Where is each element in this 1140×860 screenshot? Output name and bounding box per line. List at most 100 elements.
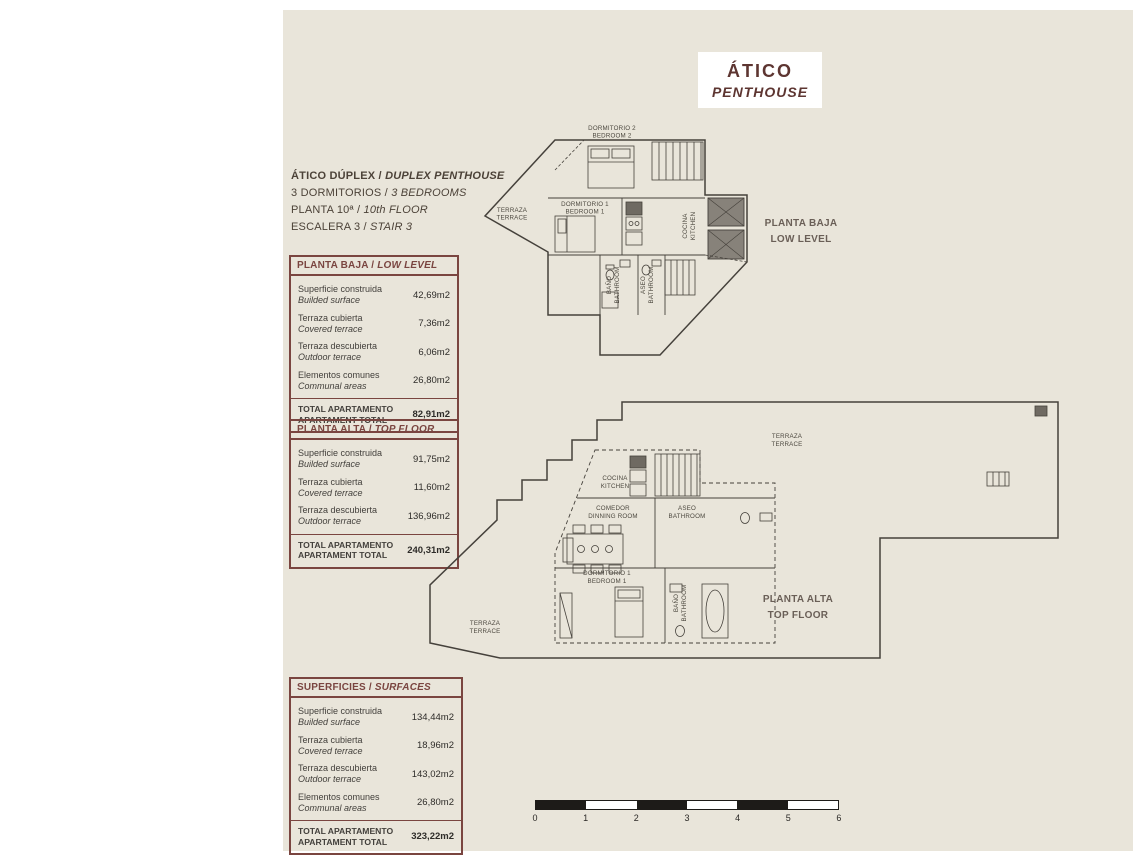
table-row: Terraza cubierta Covered terrace 18,96m2 <box>291 732 461 761</box>
scale-bar <box>535 800 839 810</box>
table-body: Superficie construida Builded surface 13… <box>289 698 463 856</box>
total-label-en: APARTAMENT TOTAL <box>298 550 388 561</box>
table-header-en: SURFACES <box>374 682 431 693</box>
table-planta-alta-header: PLANTA ALTA / TOP FLOOR <box>289 419 459 440</box>
table-total-row: TOTAL APARTAMENTO APARTAMENT TOTAL 240,3… <box>291 533 457 564</box>
room-label-bedroom2-es: DORMITORIO 2 <box>588 125 636 132</box>
total-label-en: APARTAMENT TOTAL <box>298 836 388 847</box>
row-label-en: Communal areas <box>298 802 367 813</box>
kitchen-appliances-icon <box>625 201 643 246</box>
plan-top-room-labels: TERRAZA TERRACE COCINA KITCHEN COMEDOR D… <box>470 433 803 635</box>
scale-segment <box>536 801 587 809</box>
row-label-es: Terraza cubierta <box>298 312 363 323</box>
bathtub-icon <box>669 583 729 639</box>
row-label-es: Superficie construida <box>298 284 383 294</box>
plan-low-room-labels: DORMITORIO 2 BEDROOM 2 DORMITORIO 1 BEDR… <box>497 125 697 303</box>
row-label-es: Terraza cubierta <box>298 734 363 745</box>
page-title: ÁTICO <box>727 60 793 81</box>
table-superficies: SUPERFICIES / SURFACES Superficie constr… <box>289 677 463 856</box>
row-label-en: Builded surface <box>298 459 361 470</box>
scale-tick: 5 <box>785 813 791 823</box>
table-row: Terraza cubierta Covered terrace 7,36m2 <box>291 310 457 339</box>
row-value: 6,06m2 <box>418 346 450 358</box>
row-value: 143,02m2 <box>411 768 454 780</box>
row-labels: Superficie construida Builded surface <box>298 284 382 307</box>
table-row: Superficie construida Builded surface 13… <box>291 703 461 732</box>
row-label-en: Covered terrace <box>298 323 363 334</box>
table-row: Terraza cubierta Covered terrace 11,60m2 <box>291 474 457 503</box>
elevator-icon <box>707 197 745 260</box>
row-label-es: Terraza cubierta <box>298 476 363 487</box>
table-header-es: PLANTA BAJA / <box>297 260 375 271</box>
table-header-es: SUPERFICIES / <box>297 682 372 693</box>
table-row: Elementos comunes Communal areas 26,80m2 <box>291 367 457 396</box>
plan-low-name: PLANTA BAJA LOW LEVEL <box>758 216 844 247</box>
terrace-features-icon <box>986 405 1048 487</box>
bathroom-fixtures-icon <box>601 259 662 309</box>
table-header-en: LOW LEVEL <box>377 260 438 271</box>
row-labels: Terraza cubierta Covered terrace <box>298 735 363 758</box>
row-value: 136,96m2 <box>407 510 450 522</box>
row-label-es: Superficie construida <box>298 448 383 458</box>
room-label-bedroom1-es: DORMITORIO 1 <box>583 570 631 577</box>
info-stair-en: STAIR 3 <box>370 221 413 233</box>
scale-segment <box>686 801 738 809</box>
stairs-lower-icon <box>664 259 696 296</box>
scale-segment <box>787 801 838 809</box>
row-labels: Terraza descubierta Outdoor terrace <box>298 505 377 528</box>
table-planta-alta: PLANTA ALTA / TOP FLOOR Superficie const… <box>289 419 459 569</box>
row-labels: Superficie construida Builded surface <box>298 448 382 471</box>
room-label-aseo-es: ASEO <box>678 505 696 512</box>
room-label-terrace-lower-en: TERRACE <box>470 628 501 635</box>
table-total-row: TOTAL APARTAMENTO APARTAMENT TOTAL 323,2… <box>291 820 461 850</box>
row-label-en: Covered terrace <box>298 745 363 756</box>
info-duplex-en: DUPLEX PENTHOUSE <box>385 170 505 182</box>
page-subtitle: PENTHOUSE <box>711 83 809 100</box>
room-label-terrace-upper-en: TERRACE <box>772 441 803 448</box>
scale-tick: 3 <box>684 813 690 823</box>
scale-segment <box>636 801 687 809</box>
info-floor: PLANTA 10ª / 10th FLOOR <box>291 204 561 216</box>
row-value: 91,75m2 <box>413 453 450 465</box>
row-value: 11,60m2 <box>413 482 450 494</box>
room-label-terrace-lower-es: TERRAZA <box>470 620 501 627</box>
table-row: Terraza descubierta Outdoor terrace 143,… <box>291 760 461 789</box>
table-header-en: TOP FLOOR <box>374 424 435 435</box>
row-label-es: Elementos comunes <box>298 791 380 802</box>
row-label-en: Builded surface <box>298 717 361 728</box>
room-label-aseo-es: ASEO <box>640 276 647 294</box>
total-value: 323,22m2 <box>411 831 454 843</box>
plan-top-name-en: TOP FLOOR <box>767 609 829 621</box>
table-row: Superficie construida Builded surface 42… <box>291 281 457 310</box>
plan-sheet: ÁTICO PENTHOUSE ÁTICO DÚPLEX / DUPLEX PE… <box>283 10 1133 856</box>
floorplan-top-floor: TERRAZA TERRACE COCINA KITCHEN COMEDOR D… <box>429 401 1059 659</box>
scale-segment <box>737 801 788 809</box>
room-label-bedroom1-es: DORMITORIO 1 <box>561 201 609 208</box>
bed-top-floor-icon <box>559 586 644 639</box>
total-value: 82,91m2 <box>412 409 450 421</box>
table-header-es: PLANTA ALTA / <box>297 424 372 435</box>
plan-low-name-en: LOW LEVEL <box>770 233 832 245</box>
info-duplex: ÁTICO DÚPLEX / DUPLEX PENTHOUSE <box>291 170 561 182</box>
plan-low-outer-walls <box>483 139 748 356</box>
table-row: Terraza descubierta Outdoor terrace 6,06… <box>291 338 457 367</box>
room-label-kitchen-es: COCINA <box>682 213 689 239</box>
info-stair-es: ESCALERA 3 / <box>291 221 367 233</box>
plan-top-outer-walls <box>429 401 1059 659</box>
kitchen-appliances-top-icon <box>629 455 647 497</box>
plan-top-inner-walls <box>555 497 775 643</box>
table-row: Elementos comunes Communal areas 26,80m2 <box>291 789 461 818</box>
room-label-bath-en: BATHROOM <box>681 585 688 622</box>
room-label-bath-es: BAÑO <box>673 594 680 612</box>
row-labels: TOTAL APARTAMENTO APARTAMENT TOTAL <box>298 826 393 847</box>
row-labels: Superficie construida Builded surface <box>298 706 382 729</box>
row-value: 26,80m2 <box>413 375 450 387</box>
apartment-info: ÁTICO DÚPLEX / DUPLEX PENTHOUSE 3 DORMIT… <box>291 170 561 238</box>
info-floor-en: 10th FLOOR <box>363 204 428 216</box>
plan-top-name: PLANTA ALTA TOP FLOOR <box>755 592 841 623</box>
room-label-kitchen-es: COCINA <box>602 475 628 482</box>
room-label-bedroom1-en: BEDROOM 1 <box>566 209 605 216</box>
total-value: 240,31m2 <box>407 544 450 556</box>
table-planta-baja-header: PLANTA BAJA / LOW LEVEL <box>289 255 459 276</box>
info-bedrooms-en: 3 BEDROOMS <box>391 187 467 199</box>
